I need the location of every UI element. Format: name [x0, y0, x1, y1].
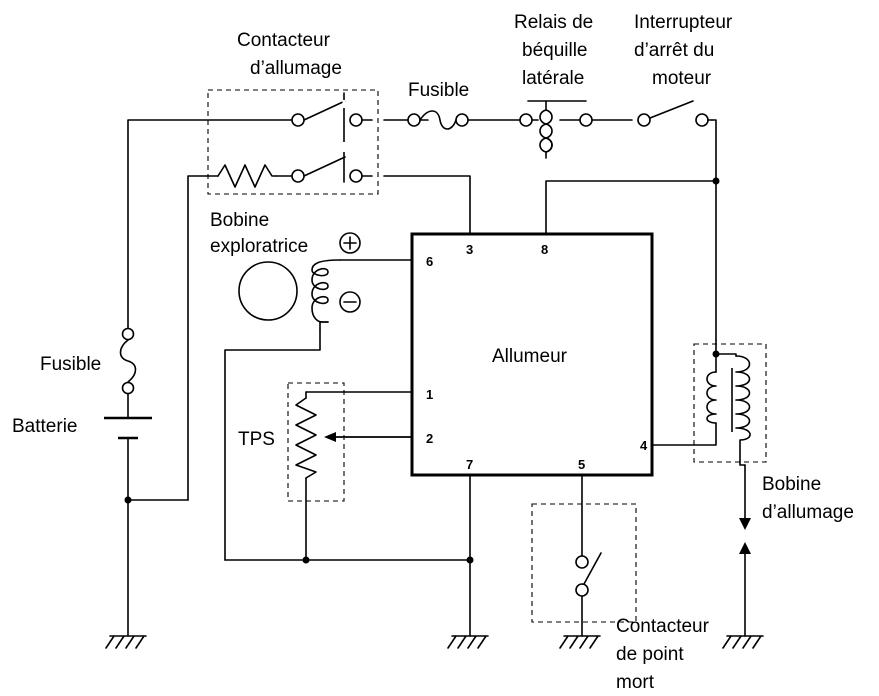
pin-5-label: 5 [578, 457, 585, 472]
label-interrupteur-3: moteur [652, 68, 712, 89]
pin-1-label: 1 [426, 387, 433, 402]
tps-symbol [287, 382, 413, 502]
label-interrupteur-1: Interrupteur [634, 12, 733, 33]
label-point-mort-3: mort [616, 672, 655, 693]
label-fusible-top: Fusible [408, 80, 469, 101]
label-bobine-allumage-2: d’allumage [762, 502, 854, 523]
neutral-switch-symbol [531, 503, 637, 623]
igniter-box [410, 232, 654, 477]
ground-symbols [105, 635, 764, 649]
label-fusible-left: Fusible [40, 354, 101, 375]
pin-3-label: 3 [466, 242, 473, 257]
ground-icon [447, 635, 489, 649]
ground-icon [559, 635, 601, 649]
label-relais-1: Relais de [514, 12, 593, 33]
label-point-mort-2: de point [616, 644, 684, 665]
label-relais-3: latérale [522, 68, 584, 89]
ground-icon [722, 635, 764, 649]
pin-2-label: 2 [426, 431, 433, 446]
label-point-mort-1: Contacteur [616, 616, 710, 637]
label-tps: TPS [238, 429, 275, 450]
label-bobine-exploratrice-2: exploratrice [210, 236, 308, 257]
top-fuse-symbol [407, 110, 469, 130]
left-fuse-symbol [119, 327, 137, 395]
label-relais-2: béquille [522, 40, 588, 61]
pin-8-label: 8 [541, 242, 548, 257]
label-allumeur: Allumeur [492, 346, 568, 367]
label-contacteur-allumage-2: d’allumage [250, 58, 342, 79]
kill-switch-symbol [637, 100, 713, 127]
pickup-coil-symbol [238, 232, 361, 331]
resistor-icon [217, 164, 277, 188]
ignition-coil-symbol [693, 343, 767, 554]
component-labels: Contacteur d’allumage Fusible Relais de … [12, 12, 854, 693]
ignition-switch-symbol [207, 89, 379, 195]
wires [127, 119, 746, 637]
sidestand-relay-symbol [519, 100, 593, 159]
junction-dots [124, 177, 720, 564]
label-bobine-exploratrice-1: Bobine [210, 210, 269, 231]
battery-symbol [104, 416, 152, 440]
pin-4-label: 4 [640, 438, 648, 453]
label-bobine-allumage-1: Bobine [762, 474, 821, 495]
pin-7-label: 7 [466, 457, 473, 472]
label-interrupteur-2: d’arrêt du [634, 40, 714, 61]
label-batterie: Batterie [12, 416, 77, 437]
pin-labels: 1 2 3 4 5 6 7 8 [426, 242, 648, 472]
label-contacteur-allumage-1: Contacteur [237, 30, 331, 51]
pin-6-label: 6 [426, 254, 433, 269]
ground-icon [105, 635, 147, 649]
